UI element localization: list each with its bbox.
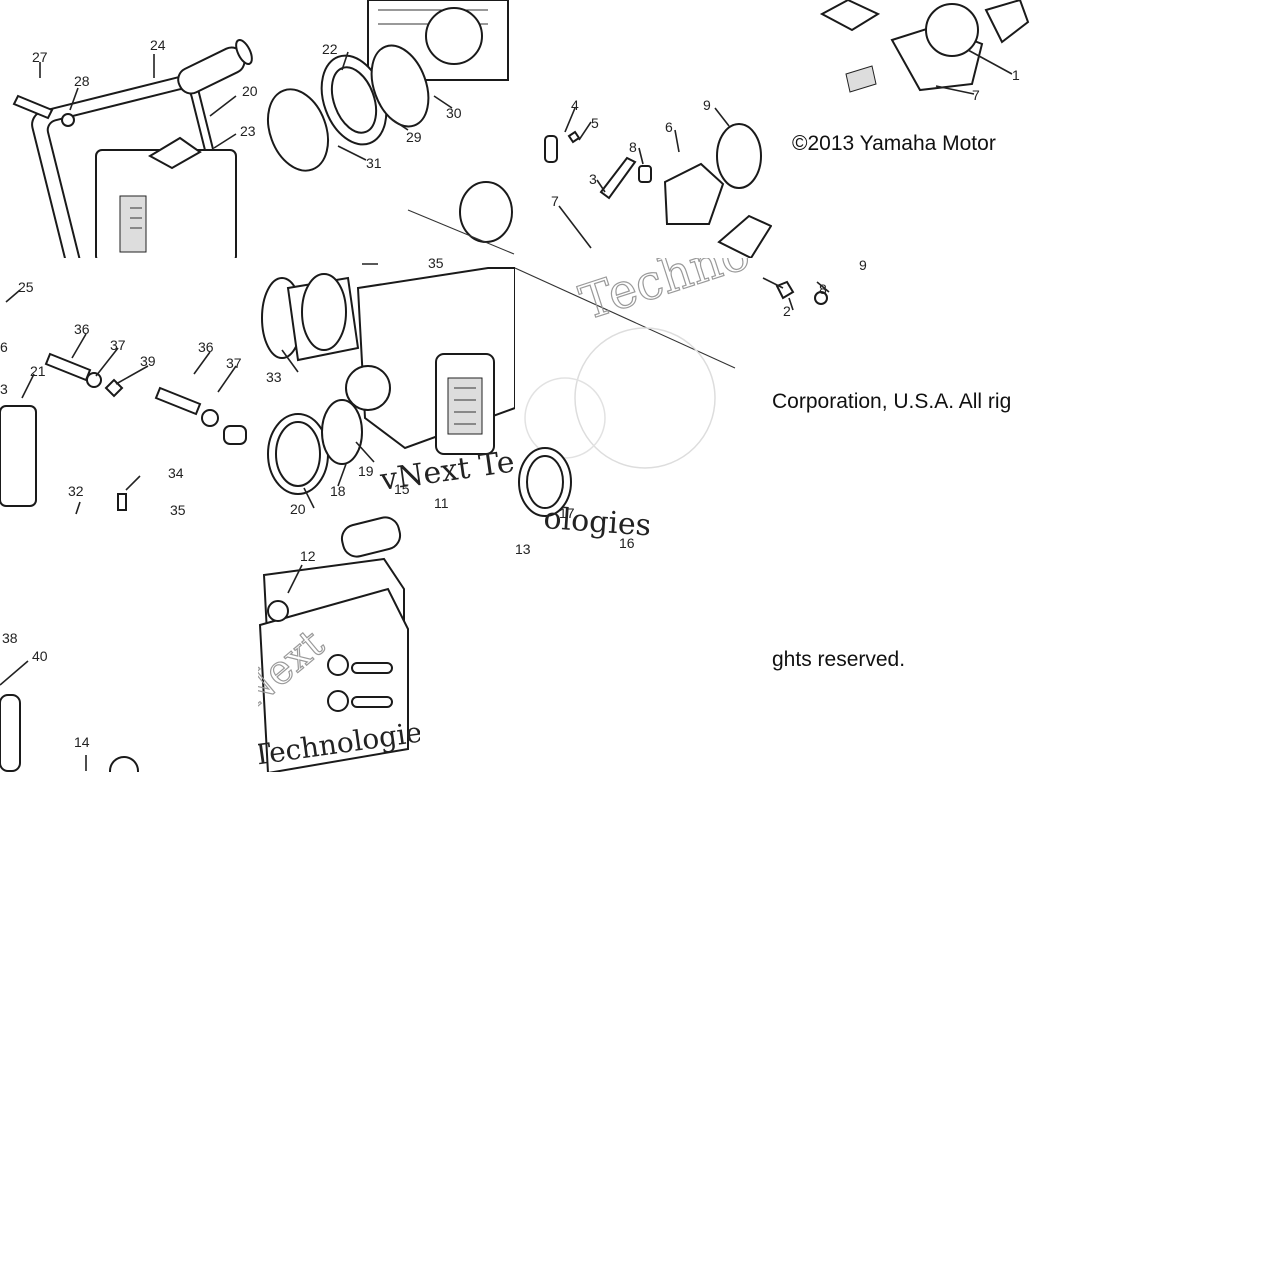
callout-label: 23 — [240, 123, 256, 139]
callout-label: 7 — [551, 193, 559, 209]
callout-label: 4 — [571, 97, 579, 113]
diagram-tile-clamps: 22 30 29 31 — [258, 0, 515, 258]
callout-label: 33 — [266, 369, 282, 385]
callout-label: 39 — [140, 353, 156, 369]
callout-label: 2 — [783, 303, 791, 319]
watermark-text: Techno — [573, 258, 756, 331]
callout-label: 16 — [619, 535, 635, 551]
diagram-tile-throttle-body: 35 33 19 18 20 15 11 vNext Tec — [258, 258, 515, 515]
callout-label: 37 — [226, 355, 242, 371]
callout-label: 30 — [446, 105, 462, 121]
callout-label: 3 — [0, 381, 8, 397]
callout-label: 38 — [2, 630, 18, 646]
diagram-tile-ghost-parts: 2 8 9 13 16 17 Techno ologies — [515, 258, 875, 558]
callout-label: 7 — [972, 87, 980, 103]
callout-label: 8 — [629, 139, 637, 155]
lower-airbox-drawing: 12 Next Technologie — [258, 516, 420, 772]
throttle-body-drawing: 35 33 19 18 20 15 11 vNext Tec — [261, 258, 515, 515]
callout-label: 9 — [703, 97, 711, 113]
diagram-tile-bolts: 25 6 36 37 39 36 37 3 21 32 34 35 — [0, 258, 258, 515]
callout-label: 27 — [32, 49, 48, 65]
flange-drawing: 1 7 — [819, 0, 1030, 103]
callout-label: 21 — [30, 363, 46, 379]
callout-label: 28 — [74, 73, 90, 89]
callout-label: 20 — [242, 83, 258, 99]
diagram-tile-valve: 4 5 9 8 6 3 7 — [515, 92, 772, 258]
callout-label: 13 — [515, 541, 531, 557]
callout-label: 14 — [74, 734, 90, 750]
callout-label: 31 — [366, 155, 382, 171]
callout-label: 17 — [559, 505, 575, 521]
diagram-tile-lower-airbox: 12 Next Technologie — [258, 515, 420, 772]
callout-label: 32 — [68, 483, 84, 499]
callout-label: 6 — [0, 339, 8, 355]
bolts-drawing: 25 6 36 37 39 36 37 3 21 32 34 35 — [0, 279, 247, 515]
valve-drawing: 4 5 9 8 6 3 7 — [544, 97, 772, 258]
copyright-text-part2: Corporation, U.S.A. All rig — [772, 390, 1012, 413]
callout-label: 36 — [198, 339, 214, 355]
callout-label: 36 — [74, 321, 90, 337]
copyright-text-part1: ©2013 Yamaha Motor — [792, 132, 996, 155]
airbox-top-drawing: 27 28 24 20 23 — [12, 37, 258, 258]
ghost-parts-drawing: 2 8 9 13 16 17 Techno ologies — [515, 258, 867, 557]
callout-label: 37 — [110, 337, 126, 353]
callout-label: 6 — [665, 119, 673, 135]
diagram-tile-flange: 1 7 ©2013 Yamaha Motor — [772, 0, 1030, 258]
callout-label: 29 — [406, 129, 422, 145]
callout-label: 11 — [434, 495, 449, 511]
diagram-tile-lower-left: 38 40 14 — [0, 625, 258, 772]
callout-label: 19 — [358, 463, 374, 479]
callout-label: 34 — [168, 465, 184, 481]
diagram-tile-airbox-top: 27 28 24 20 23 — [0, 0, 258, 258]
callout-label: 12 — [300, 548, 316, 564]
callout-label: 8 — [819, 281, 827, 297]
callout-label: 40 — [32, 648, 48, 664]
callout-label: 15 — [394, 481, 410, 497]
callout-label: 3 — [589, 171, 597, 187]
watermark-text: ologies — [542, 501, 652, 543]
callout-label: 5 — [591, 115, 599, 131]
callout-label: 22 — [322, 41, 338, 57]
callout-label: 20 — [290, 501, 306, 515]
lower-left-drawing: 38 40 14 — [0, 630, 139, 772]
callout-label: 35 — [428, 258, 444, 271]
clamps-drawing: 22 30 29 31 — [267, 0, 515, 255]
callout-label: 9 — [859, 258, 867, 273]
callout-label: 24 — [150, 37, 166, 53]
callout-label: 35 — [170, 502, 186, 515]
callout-label: 25 — [18, 279, 34, 295]
copyright-text-part3: ghts reserved. — [772, 648, 906, 671]
callout-label: 1 — [1012, 67, 1020, 83]
callout-label: 18 — [330, 483, 346, 499]
